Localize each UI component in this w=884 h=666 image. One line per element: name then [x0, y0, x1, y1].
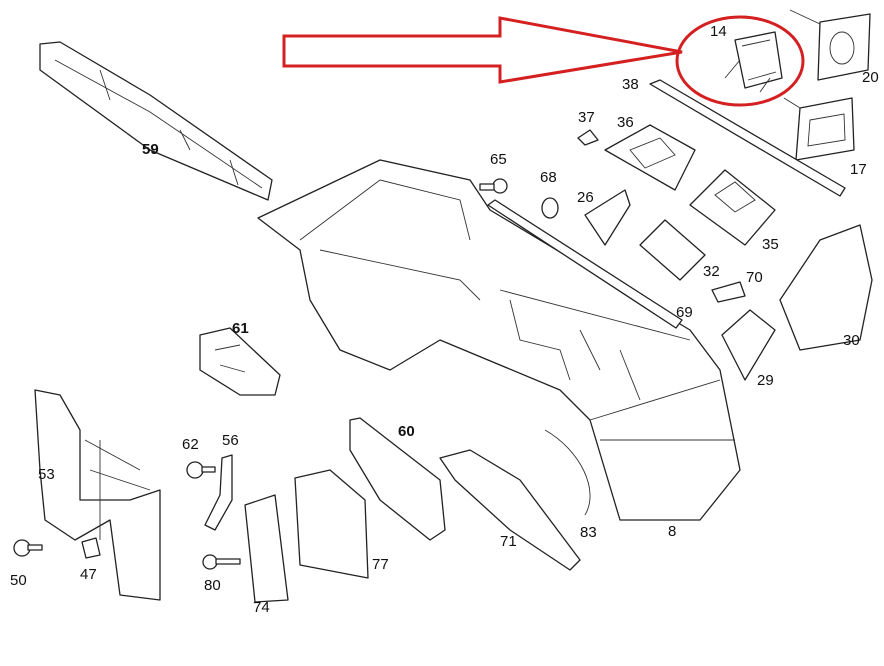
part-53-bracket[interactable] [34, 389, 161, 601]
label-65: 65 [490, 151, 507, 168]
label-80: 80 [204, 577, 221, 594]
label-62: 62 [182, 436, 199, 453]
part-70-cap[interactable] [711, 281, 746, 303]
part-74-plate[interactable] [244, 494, 289, 603]
part-71-trim[interactable] [439, 449, 581, 571]
part-37-clip[interactable] [577, 129, 599, 146]
label-70: 70 [746, 269, 763, 286]
part-80-bolt[interactable] [202, 554, 241, 570]
part-17-cover[interactable] [783, 97, 855, 161]
label-71: 71 [500, 533, 517, 550]
part-30-flare[interactable] [779, 224, 873, 351]
part-26-trim[interactable] [584, 189, 631, 246]
part-77-plate[interactable] [294, 469, 369, 579]
label-14: 14 [710, 23, 727, 40]
part-65-bolt[interactable] [479, 178, 508, 194]
label-83: 83 [580, 524, 597, 541]
part-32-panel[interactable] [639, 219, 706, 281]
label-17: 17 [850, 161, 867, 178]
part-47-clip[interactable] [81, 537, 101, 559]
label-50: 50 [10, 572, 27, 589]
label-60: 60 [398, 423, 415, 440]
label-26: 26 [577, 189, 594, 206]
label-30: 30 [843, 332, 860, 349]
part-38-strip[interactable] [649, 79, 846, 197]
part-29-trim[interactable] [721, 309, 776, 381]
label-59: 59 [142, 141, 159, 158]
label-61: 61 [232, 320, 249, 337]
part-68-nut[interactable] [541, 197, 559, 219]
label-53: 53 [38, 466, 55, 483]
label-47: 47 [80, 566, 97, 583]
label-69: 69 [676, 304, 693, 321]
label-32: 32 [703, 263, 720, 280]
label-77: 77 [372, 556, 389, 573]
part-59-reinforcement[interactable] [39, 41, 273, 201]
part-35-panel[interactable] [689, 169, 776, 246]
highlight-circle [675, 15, 805, 107]
label-56: 56 [222, 432, 239, 449]
part-14-cover[interactable] [724, 31, 783, 93]
part-62-bolt[interactable] [186, 461, 216, 479]
part-60-absorber[interactable] [349, 417, 446, 541]
part-83-trim[interactable] [544, 429, 591, 516]
label-37: 37 [578, 109, 595, 126]
label-68: 68 [540, 169, 557, 186]
part-20-cover[interactable] [789, 9, 871, 81]
label-29: 29 [757, 372, 774, 389]
part-bumper-cover[interactable] [257, 159, 741, 521]
label-20: 20 [862, 69, 879, 86]
label-38: 38 [622, 76, 639, 93]
label-8: 8 [668, 523, 677, 540]
label-74: 74 [253, 599, 270, 616]
part-36-panel[interactable] [604, 124, 696, 191]
part-50-bolt[interactable] [13, 539, 43, 557]
part-61-bracket[interactable] [199, 327, 281, 396]
part-69-strip[interactable] [487, 199, 683, 329]
highlight-arrow [282, 16, 683, 84]
part-56-bracket[interactable] [204, 454, 233, 531]
label-35: 35 [762, 236, 779, 253]
label-36: 36 [617, 114, 634, 131]
